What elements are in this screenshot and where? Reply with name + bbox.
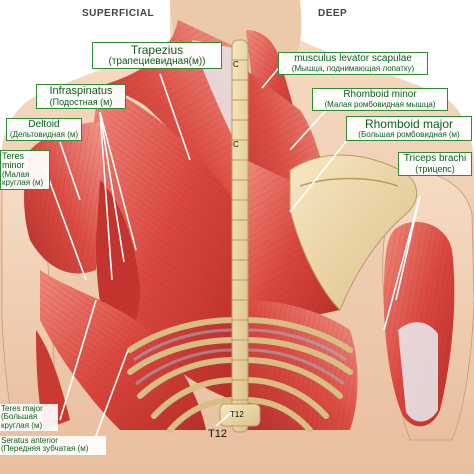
label-rhomboid-major-ru: (Большая ромбовидная (м): [358, 129, 460, 139]
rib-cage: [127, 317, 353, 433]
leader-lines: [43, 63, 421, 453]
label-teres-major-en: Teres major: [1, 404, 43, 413]
label-infraspinatus-ru: (Подостная (м): [49, 96, 113, 107]
label-rhomboid-major: Rhomboid major (Большая ромбовидная (м): [346, 116, 472, 141]
label-teres-minor-en: Teres minor: [2, 151, 25, 171]
superficial-header: SUPERFICIAL: [82, 8, 155, 19]
label-deltoid: Deltoid (Дельтовидная (м): [6, 118, 82, 141]
label-levator-ru: (Мышца, поднимающая лопатку): [291, 63, 415, 73]
t12-inner-mark: T12: [230, 410, 244, 419]
label-teres-major: Teres major (Большая круглая (м): [0, 404, 58, 432]
vertebral-column: [219, 39, 261, 433]
label-deltoid-ru: (Дельтовидная (м): [9, 129, 79, 139]
scapula: [289, 154, 417, 311]
label-trapezius: Trapezius (трапециевидная(м)): [92, 42, 222, 70]
label-rhomboid-minor-en: Rhomboid minor: [343, 89, 417, 100]
label-rhomboid-minor-ru: (Малая ромбовидная мышца): [324, 99, 436, 109]
label-trapezius-en: Trapezius: [130, 43, 184, 57]
label-teres-major-ru: (Большая круглая (м): [1, 412, 43, 430]
label-infraspinatus: Infraspinatus (Подостная (м): [36, 84, 126, 109]
label-serratus-en: Seratus anterior: [1, 436, 58, 445]
label-triceps-ru: (трицепс): [415, 163, 455, 174]
label-rhomboid-major-en: Rhomboid major: [364, 117, 454, 131]
label-serratus-anterior: Seratus anterior (Передняя зубчатая (м): [0, 436, 106, 455]
label-serratus-ru: (Передняя зубчатая (м): [1, 444, 89, 454]
label-teres-minor: Teres minor (Малая круглая (м): [0, 150, 50, 190]
right-arm: [382, 169, 474, 441]
label-trapezius-ru: (трапециевидная(м)): [108, 55, 206, 67]
label-triceps-en: Triceps brachi: [403, 153, 467, 164]
t12-vertebra: [219, 403, 261, 427]
label-infraspinatus-en: Infraspinatus: [49, 85, 113, 97]
triceps-tendon: [398, 322, 438, 422]
deep-header: DEEP: [318, 8, 348, 19]
label-teres-minor-ru: (Малая круглая (м): [2, 169, 44, 188]
c7-mark: C: [233, 140, 239, 149]
rib-shadows: [133, 328, 347, 386]
c7-top-mark: C: [233, 60, 239, 69]
label-levator-en: musculus levator scapulae: [294, 53, 412, 64]
label-deltoid-en: Deltoid: [28, 119, 60, 130]
label-levator-scapulae: musculus levator scapulae (Мышца, подним…: [278, 52, 428, 75]
label-rhomboid-minor: Rhomboid minor (Малая ромбовидная мышца): [312, 88, 448, 111]
label-triceps: Triceps brachi (трицепс): [398, 152, 472, 176]
t12-label: T12: [208, 428, 227, 440]
